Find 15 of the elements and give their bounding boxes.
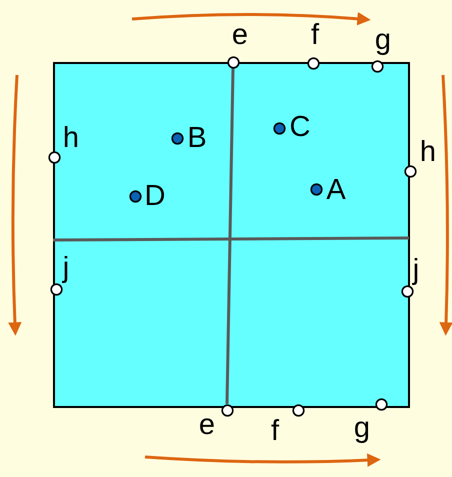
point-label: B: [186, 123, 208, 153]
point-label: h: [418, 137, 438, 167]
point-label: f: [270, 416, 280, 446]
point-label: D: [144, 181, 166, 211]
point-label: h: [62, 123, 80, 153]
point-label: A: [325, 175, 347, 205]
point-label: e: [230, 20, 250, 50]
point-label: C: [289, 112, 311, 142]
point-label: j: [411, 255, 420, 285]
point-label: g: [352, 413, 372, 443]
point-label: j: [61, 253, 70, 283]
dividing-line: [226, 68, 234, 404]
point-label: f: [310, 20, 320, 50]
point-label: g: [374, 25, 392, 55]
point-label: e: [198, 410, 216, 440]
